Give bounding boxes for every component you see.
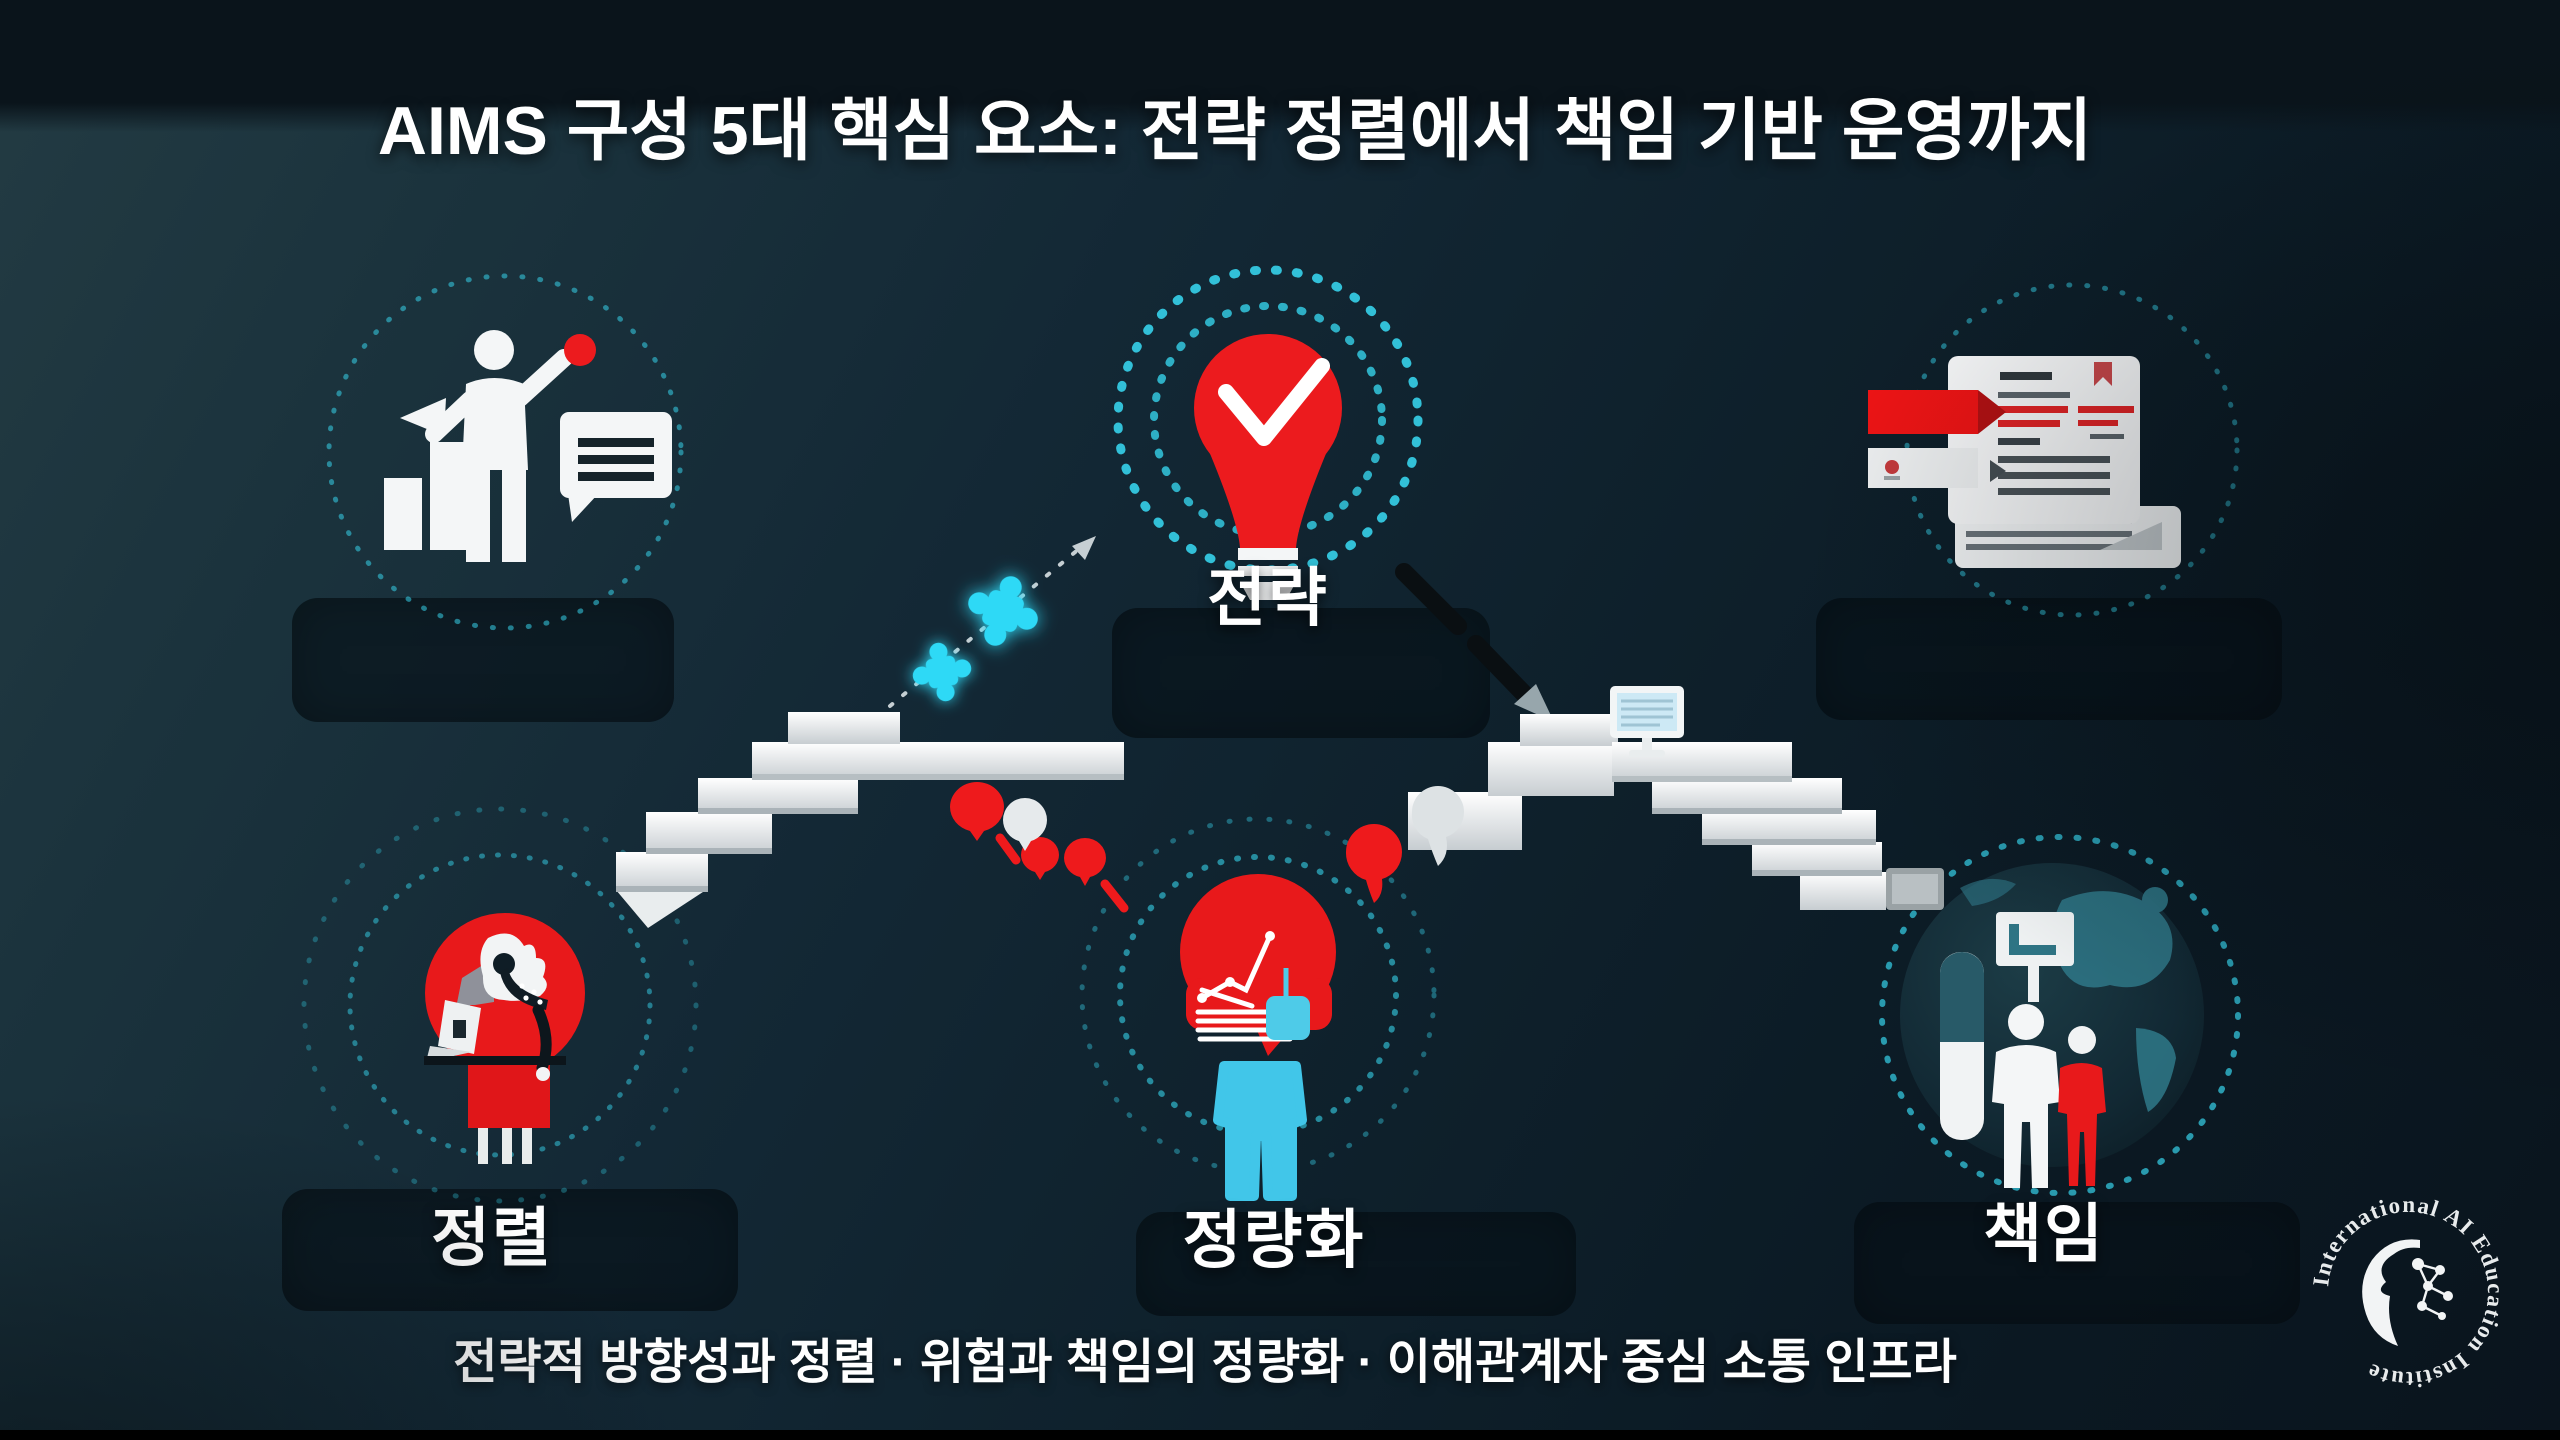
- label-quantification: 정량화: [1182, 1204, 1366, 1276]
- thinking-chart-person-icon: [1180, 874, 1336, 1201]
- svg-text:International AI Education Ins: International AI Education Institute: [2308, 1192, 2508, 1392]
- logo-stamp-icon: International AI Education Institute: [2308, 1192, 2508, 1392]
- page-title: AIMS 구성 5대 핵심 요소: 전략 정렬에서 책임 기반 운영까지: [377, 93, 2093, 169]
- bottom-black-strip: [0, 1430, 2560, 1440]
- stairs-up-icon: [616, 712, 1124, 928]
- descent-arrow: [1395, 563, 1554, 722]
- policy-document-icon: [1868, 356, 2181, 568]
- label-strategy: 전략: [1207, 562, 1329, 634]
- caption: 전략적 방향성과 정렬 · 위험과 책임의 정량화 · 이해관계자 중심 소통 …: [453, 1336, 1957, 1389]
- analyst-at-desk-icon: [424, 913, 585, 1164]
- balloon-pins-icon: [950, 782, 1129, 913]
- idea-bulb-check-icon: [1194, 334, 1342, 600]
- speech-bubble-icon: [1345, 786, 1465, 903]
- logo-circular-text: International AI Education Institute: [2308, 1192, 2507, 1392]
- puzzle-pieces-icon: [912, 576, 1038, 702]
- label-alignment: 정렬: [431, 1202, 553, 1274]
- label-accountability: 책임: [1983, 1198, 2105, 1270]
- presenter-chart-icon: [384, 330, 672, 562]
